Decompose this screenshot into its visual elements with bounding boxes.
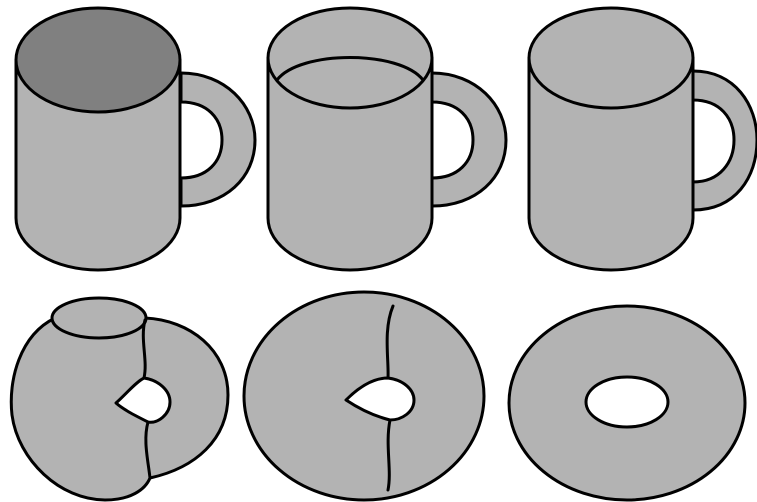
torus-panel bbox=[509, 306, 745, 500]
mug-handle bbox=[181, 73, 255, 206]
mug-handle bbox=[432, 73, 506, 206]
torus-hole bbox=[586, 377, 668, 427]
cup-top bbox=[52, 298, 146, 338]
near-torus-panel bbox=[244, 292, 484, 500]
mug-top bbox=[529, 8, 693, 108]
mug-open-panel bbox=[16, 8, 255, 270]
mug-filling-panel bbox=[268, 8, 506, 270]
seam-upper bbox=[143, 320, 145, 378]
deforming-mug-panel bbox=[11, 298, 228, 500]
seam-lower bbox=[388, 420, 390, 490]
mug-opening bbox=[16, 8, 180, 112]
mug-filled-panel bbox=[529, 8, 757, 270]
mug-handle bbox=[693, 71, 757, 210]
